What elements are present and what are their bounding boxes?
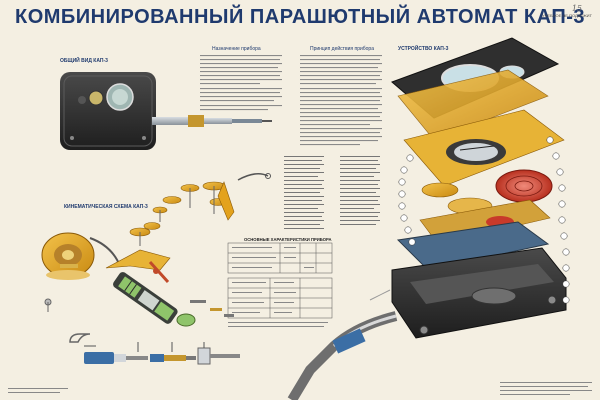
poster-title: КОМБИНИРОВАННЫЙ ПАРАШЮТНЫЙ АВТОМАТ КАП-3: [15, 6, 585, 28]
kinematic-scheme: [41, 173, 271, 327]
footer-lines: [8, 382, 592, 395]
handwritten-number: 15: [571, 4, 582, 13]
heading-device: УСТРОЙСТВО КАП-3: [398, 46, 449, 52]
heading-tech: ОСНОВНЫЕ ХАРАКТЕРИСТИКИ ПРИБОРА: [244, 237, 332, 242]
tech-table: [227, 242, 333, 319]
heading-principle: Принцип действия прибора: [310, 46, 374, 52]
tech-text: [228, 247, 328, 327]
device-exploded-view: [287, 37, 567, 400]
callout-circles: [398, 136, 570, 304]
heading-general-view: ОБЩИЙ ВИД КАП-3: [60, 58, 108, 64]
heading-kinematic: КИНЕМАТИЧЕСКАЯ СХЕМА КАП-3: [64, 204, 148, 210]
corner-note: УЧЕБНОЕ НЕ ПОДЛЕЖИТ: [542, 13, 592, 18]
principle-text: [300, 55, 382, 146]
parts-list: [284, 156, 380, 229]
purpose-text: [200, 55, 282, 111]
cable-assembly: [69, 333, 240, 365]
heading-purpose: Назначение прибора: [212, 46, 261, 52]
general-view-device: [60, 72, 272, 150]
